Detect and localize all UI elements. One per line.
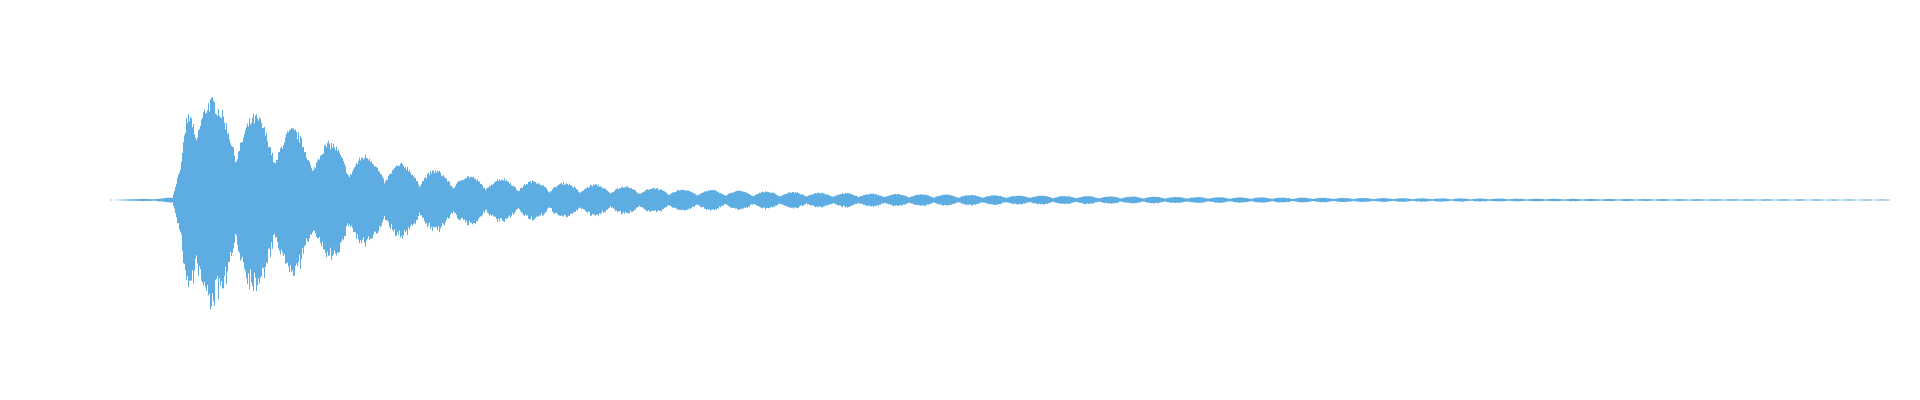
- waveform-trace: [113, 97, 1891, 310]
